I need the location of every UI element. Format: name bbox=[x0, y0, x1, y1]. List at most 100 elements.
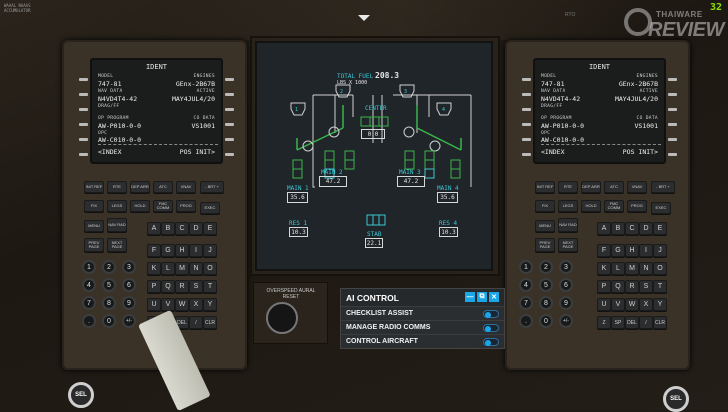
key-sp[interactable]: SP bbox=[611, 316, 625, 329]
key-m[interactable]: M bbox=[175, 262, 189, 275]
key-p[interactable]: P bbox=[597, 280, 611, 293]
key-f[interactable]: F bbox=[597, 244, 611, 257]
lsk-3r[interactable] bbox=[225, 108, 234, 111]
close-button[interactable]: ✕ bbox=[489, 292, 499, 302]
key-o[interactable]: O bbox=[653, 262, 667, 275]
key-menu[interactable]: MENU bbox=[84, 220, 104, 232]
key-7[interactable]: 7 bbox=[82, 296, 96, 310]
key-rte[interactable]: RTE bbox=[558, 181, 578, 193]
key-u[interactable]: U bbox=[597, 298, 611, 311]
key-slash[interactable]: / bbox=[639, 316, 653, 329]
key-x[interactable]: X bbox=[639, 298, 653, 311]
key-brightness[interactable]: - BRT + bbox=[651, 181, 675, 193]
key-prev-page[interactable]: PREV PAGE bbox=[84, 238, 104, 252]
key-dot[interactable]: . bbox=[82, 314, 96, 328]
lsk-2r[interactable] bbox=[668, 93, 677, 96]
key-q[interactable]: Q bbox=[161, 280, 175, 293]
popout-button[interactable]: ⧉ bbox=[477, 292, 487, 302]
key-p[interactable]: P bbox=[147, 280, 161, 293]
key-w[interactable]: W bbox=[625, 298, 639, 311]
key-legs[interactable]: LEGS bbox=[558, 200, 578, 212]
key-n[interactable]: N bbox=[189, 262, 203, 275]
lsk-6l[interactable] bbox=[79, 153, 88, 156]
lsk-2l[interactable] bbox=[522, 93, 531, 96]
key-init-ref[interactable]: INIT REF bbox=[84, 181, 104, 193]
key-nav-rad[interactable]: NAV RAD bbox=[107, 218, 127, 232]
key-prog[interactable]: PROG bbox=[627, 200, 647, 212]
key-h[interactable]: H bbox=[625, 244, 639, 257]
key-g[interactable]: G bbox=[611, 244, 625, 257]
key-dep-arr[interactable]: DEP ARR bbox=[581, 181, 601, 193]
key-menu[interactable]: MENU bbox=[535, 220, 555, 232]
key-vnav[interactable]: VNAV bbox=[176, 181, 196, 193]
key-e[interactable]: E bbox=[653, 222, 667, 235]
key-8[interactable]: 8 bbox=[539, 296, 553, 310]
key-nav-rad[interactable]: NAV RAD bbox=[558, 218, 578, 232]
lsk-3l[interactable] bbox=[79, 108, 88, 111]
lsk-5l[interactable] bbox=[522, 138, 531, 141]
key-y[interactable]: Y bbox=[203, 298, 217, 311]
key-4[interactable]: 4 bbox=[519, 278, 533, 292]
key-k[interactable]: K bbox=[597, 262, 611, 275]
lsk-4l[interactable] bbox=[522, 123, 531, 126]
key-prog[interactable]: PROG bbox=[176, 200, 196, 212]
lsk-3r[interactable] bbox=[668, 108, 677, 111]
key-o[interactable]: O bbox=[203, 262, 217, 275]
key-fmc-comm[interactable]: FMC COMM bbox=[153, 200, 173, 212]
lsk-6r[interactable] bbox=[668, 153, 677, 156]
key-a[interactable]: A bbox=[147, 222, 161, 235]
key-rte[interactable]: RTE bbox=[107, 181, 127, 193]
lsk-6l[interactable] bbox=[522, 153, 531, 156]
overspeed-reset-button[interactable] bbox=[266, 302, 298, 334]
key-j[interactable]: J bbox=[203, 244, 217, 257]
key-2[interactable]: 2 bbox=[102, 260, 116, 274]
key-1[interactable]: 1 bbox=[82, 260, 96, 274]
key-3[interactable]: 3 bbox=[122, 260, 136, 274]
key-e[interactable]: E bbox=[203, 222, 217, 235]
key-plus-minus[interactable]: +/- bbox=[559, 314, 573, 328]
lsk-5l[interactable] bbox=[79, 138, 88, 141]
pos-init-prompt[interactable]: POS INIT> bbox=[179, 148, 215, 156]
sel-knob-left[interactable]: SEL bbox=[68, 382, 94, 408]
key-atc[interactable]: ATC bbox=[604, 181, 624, 193]
key-v[interactable]: V bbox=[161, 298, 175, 311]
key-u[interactable]: U bbox=[147, 298, 161, 311]
key-s[interactable]: S bbox=[639, 280, 653, 293]
key-q[interactable]: Q bbox=[611, 280, 625, 293]
key-k[interactable]: K bbox=[147, 262, 161, 275]
key-1[interactable]: 1 bbox=[519, 260, 533, 274]
key-5[interactable]: 5 bbox=[102, 278, 116, 292]
key-9[interactable]: 9 bbox=[122, 296, 136, 310]
key-3[interactable]: 3 bbox=[559, 260, 573, 274]
key-0[interactable]: 0 bbox=[539, 314, 553, 328]
key-7[interactable]: 7 bbox=[519, 296, 533, 310]
key-fmc-comm[interactable]: FMC COMM bbox=[604, 200, 624, 212]
lsk-1r[interactable] bbox=[225, 78, 234, 81]
key-dep-arr[interactable]: DEP ARR bbox=[130, 181, 150, 193]
key-hold[interactable]: HOLD bbox=[130, 200, 150, 212]
key-l[interactable]: L bbox=[161, 262, 175, 275]
key-s[interactable]: S bbox=[189, 280, 203, 293]
key-z[interactable]: Z bbox=[597, 316, 611, 329]
lsk-4r[interactable] bbox=[225, 123, 234, 126]
key-g[interactable]: G bbox=[161, 244, 175, 257]
lsk-2l[interactable] bbox=[79, 93, 88, 96]
manage-radio-comms-toggle[interactable] bbox=[483, 324, 499, 332]
lsk-1l[interactable] bbox=[79, 78, 88, 81]
key-6[interactable]: 6 bbox=[122, 278, 136, 292]
key-n[interactable]: N bbox=[639, 262, 653, 275]
key-c[interactable]: C bbox=[175, 222, 189, 235]
key-d[interactable]: D bbox=[639, 222, 653, 235]
key-b[interactable]: B bbox=[161, 222, 175, 235]
key-dot[interactable]: . bbox=[519, 314, 533, 328]
key-a[interactable]: A bbox=[597, 222, 611, 235]
key-x[interactable]: X bbox=[189, 298, 203, 311]
key-0[interactable]: 0 bbox=[102, 314, 116, 328]
key-exec[interactable]: EXEC bbox=[200, 202, 220, 214]
sel-knob-right[interactable]: SEL bbox=[663, 386, 689, 412]
key-m[interactable]: M bbox=[625, 262, 639, 275]
key-clr[interactable]: CLR bbox=[203, 316, 217, 329]
key-5[interactable]: 5 bbox=[539, 278, 553, 292]
key-9[interactable]: 9 bbox=[559, 296, 573, 310]
index-prompt[interactable]: <INDEX bbox=[541, 148, 565, 156]
